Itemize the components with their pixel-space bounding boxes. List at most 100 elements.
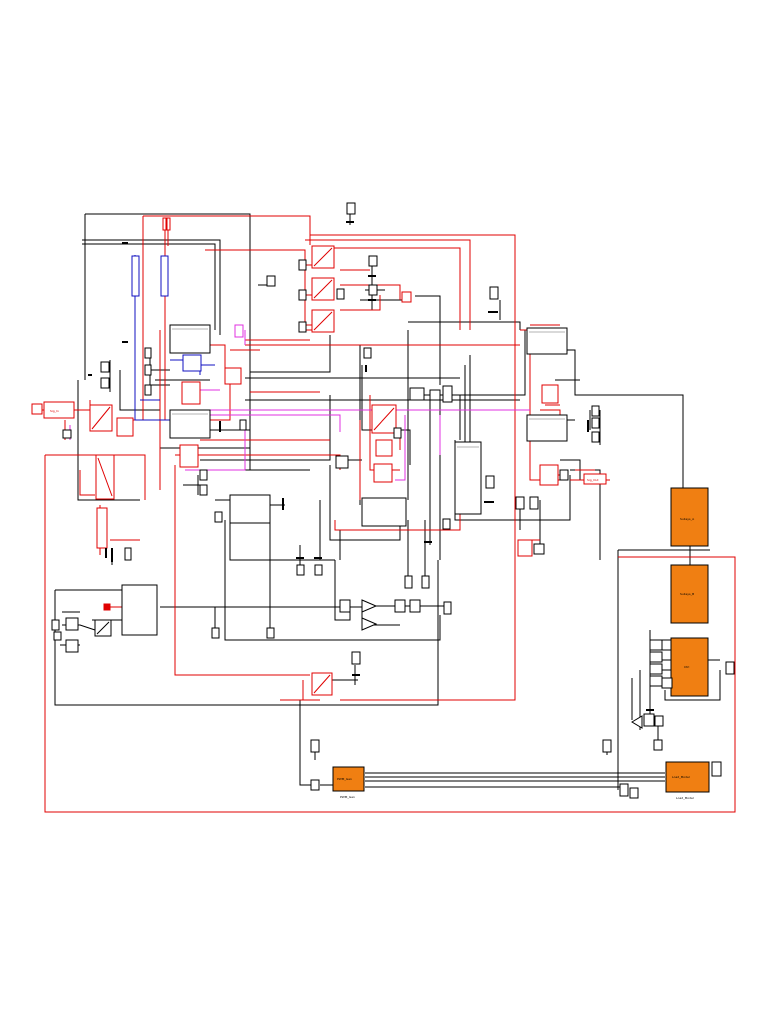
small-block[interactable] (62, 429, 72, 439)
small-block[interactable] (211, 627, 220, 639)
small-block[interactable] (351, 651, 361, 665)
small-block[interactable] (296, 564, 305, 576)
small-block[interactable] (100, 361, 110, 373)
small-block[interactable] (393, 427, 402, 439)
small-block[interactable] (649, 675, 663, 687)
magenta-block[interactable] (234, 324, 244, 338)
small-block[interactable] (401, 291, 412, 303)
small-block[interactable] (239, 419, 247, 431)
subsystem-b-block[interactable] (670, 564, 709, 624)
small-block[interactable] (310, 779, 320, 791)
small-block[interactable] (653, 739, 663, 751)
small-block[interactable] (298, 259, 307, 271)
gain-triangle[interactable] (361, 599, 378, 613)
small-block[interactable] (409, 387, 425, 401)
small-block[interactable] (298, 289, 307, 301)
small-block[interactable] (368, 284, 378, 296)
blue-selector-block[interactable] (182, 354, 202, 372)
small-block[interactable] (144, 384, 152, 396)
small-block[interactable] (100, 377, 110, 389)
vertical-gain-block[interactable] (96, 507, 108, 549)
red-small-block[interactable] (224, 367, 242, 385)
small-block[interactable] (629, 787, 639, 799)
red-selector-block[interactable] (181, 381, 201, 405)
blue-vertical-block[interactable] (160, 255, 169, 297)
small-block[interactable] (515, 496, 525, 510)
small-block[interactable] (409, 599, 421, 613)
bus-block[interactable] (454, 441, 482, 515)
small-block[interactable] (199, 484, 208, 496)
small-block[interactable] (124, 547, 132, 561)
red-small-block[interactable] (517, 539, 533, 557)
multiport-block[interactable] (169, 409, 211, 439)
blue-vertical-block[interactable] (131, 255, 140, 297)
small-block[interactable] (529, 496, 539, 510)
small-block[interactable] (602, 739, 612, 753)
small-block[interactable] (404, 575, 413, 589)
processor-block[interactable] (361, 497, 407, 527)
small-block[interactable] (65, 639, 79, 653)
small-block[interactable] (363, 347, 372, 359)
processor-block[interactable] (229, 494, 271, 524)
small-block[interactable] (661, 677, 673, 689)
small-block[interactable] (591, 431, 600, 443)
small-block[interactable] (51, 619, 60, 631)
red-small-block[interactable] (541, 384, 559, 404)
small-block[interactable] (619, 783, 629, 797)
small-block[interactable] (725, 661, 735, 675)
signal-source-block[interactable] (43, 401, 75, 419)
small-block[interactable] (421, 575, 430, 589)
red-small-block[interactable] (539, 464, 559, 486)
small-block[interactable] (314, 564, 323, 576)
multiport-block[interactable] (526, 414, 568, 442)
small-block[interactable] (144, 347, 152, 359)
small-block[interactable] (214, 511, 223, 523)
input-port-block[interactable] (31, 403, 43, 415)
red-selector-block[interactable] (179, 444, 199, 468)
output-signal-block[interactable] (583, 473, 607, 485)
small-block[interactable] (429, 389, 441, 401)
small-block[interactable] (591, 405, 600, 417)
multiport-block[interactable] (526, 327, 568, 355)
small-block[interactable] (65, 617, 79, 631)
red-port-block[interactable] (103, 603, 111, 611)
small-block[interactable] (489, 286, 499, 300)
small-block[interactable] (591, 417, 600, 429)
small-block[interactable] (199, 469, 208, 481)
small-block[interactable] (336, 288, 345, 300)
small-block[interactable] (533, 543, 545, 555)
subsystem-c-block[interactable] (670, 637, 709, 697)
subsystem-d-block[interactable] (332, 766, 365, 792)
gain-block[interactable] (116, 417, 134, 437)
small-block[interactable] (144, 364, 152, 376)
gain-triangle[interactable] (361, 617, 378, 631)
subsystem-e-block[interactable] (665, 761, 710, 793)
small-block[interactable] (443, 601, 452, 615)
red-small-block[interactable] (373, 463, 393, 483)
red-small-block[interactable] (375, 439, 393, 457)
multiport-block[interactable] (169, 324, 211, 354)
summation-block[interactable] (339, 599, 351, 613)
small-block[interactable] (266, 275, 276, 287)
small-block[interactable] (335, 455, 349, 469)
small-block[interactable] (485, 475, 495, 489)
small-block[interactable] (649, 639, 663, 651)
small-block[interactable] (368, 255, 378, 267)
small-block[interactable] (346, 202, 356, 215)
red-port-block[interactable] (162, 217, 167, 231)
small-block[interactable] (442, 385, 453, 403)
small-block[interactable] (649, 651, 663, 663)
small-block[interactable] (394, 599, 406, 613)
small-block[interactable] (654, 715, 664, 727)
subsystem-a-block[interactable] (670, 487, 709, 547)
small-block[interactable] (643, 713, 655, 727)
controller-block[interactable] (121, 584, 158, 636)
gain-triangle[interactable] (631, 715, 643, 729)
red-port-block[interactable] (166, 217, 171, 231)
small-block[interactable] (53, 631, 62, 641)
small-block[interactable] (711, 761, 722, 777)
small-block[interactable] (649, 663, 663, 675)
small-block[interactable] (559, 469, 569, 481)
small-block[interactable] (298, 321, 307, 333)
small-block[interactable] (442, 518, 451, 530)
